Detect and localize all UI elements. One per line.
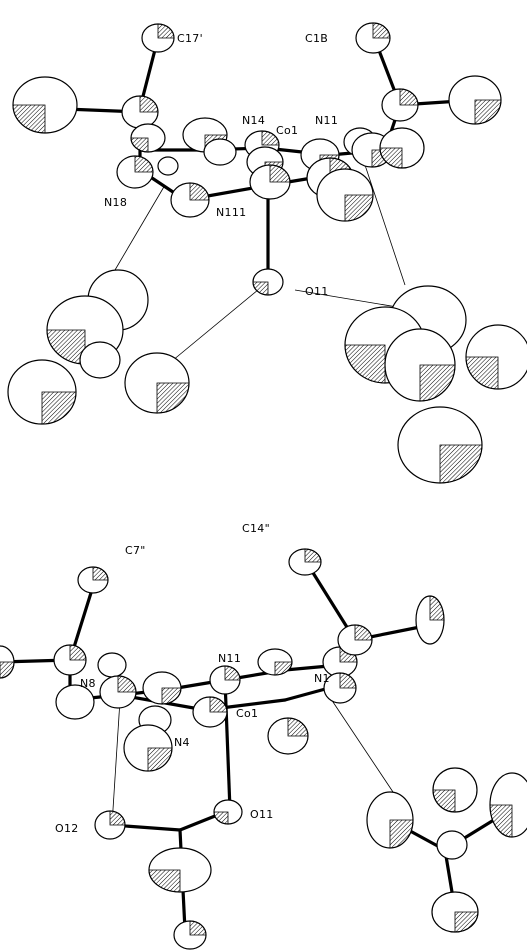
label-n8: N8 [80,677,96,690]
label-o12: O12 [55,822,79,835]
label-co1-lower: Co1 [236,707,258,720]
label-n11-lower: N11 [218,652,241,665]
lower-atoms [0,548,527,950]
label-o11: O11 [305,285,329,298]
lower-hbonds [111,689,396,826]
upper-atoms [7,22,527,484]
upper-structure: C17' C1B N14 Co1 N11 N18 N111 O11 [7,22,527,484]
label-n111: N111 [216,206,246,219]
label-n18: N18 [104,196,127,209]
lower-labels: C7" C14" N11 N8 N1 Co1 N4 O11 O12 [55,522,330,835]
lower-structure: C7" C14" N11 N8 N1 Co1 N4 O11 O12 [0,522,527,950]
label-n4: N4 [174,736,190,749]
label-co1: Co1 [276,124,298,137]
label-o11-lower: O11 [250,808,274,821]
label-n11: N11 [315,114,338,127]
label-c14: C14" [242,522,270,535]
label-n1: N1 [314,672,330,685]
upper-labels: C17' C1B N14 Co1 N11 N18 N111 O11 [104,32,338,298]
label-c1b: C1B [305,32,328,45]
label-c17: C17' [177,32,203,45]
label-c7: C7" [125,544,146,557]
label-n14: N14 [242,114,265,127]
